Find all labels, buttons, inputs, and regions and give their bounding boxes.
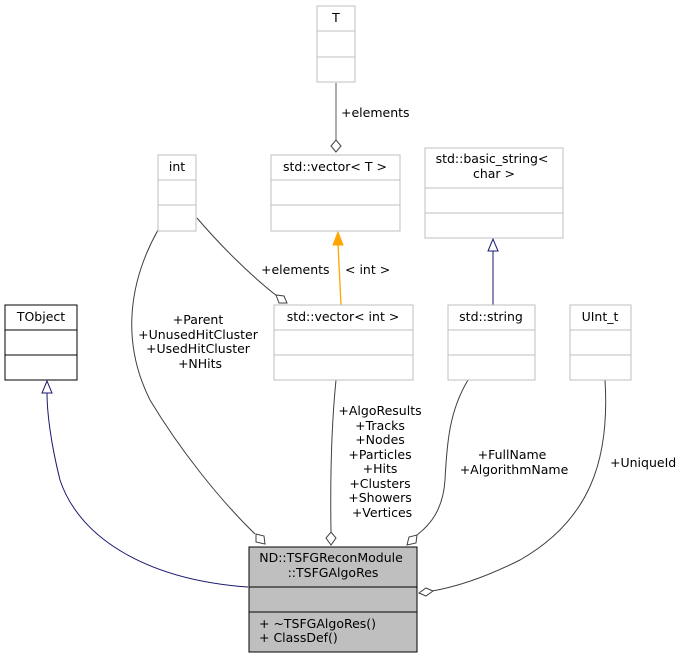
- edge-label-elements-int: +elements: [261, 262, 330, 277]
- node-string[interactable]: std::string: [447, 304, 536, 381]
- aggregation-diamond-icon: [417, 587, 435, 597]
- edge-label-int-focus: +Parent +UnusedHitCluster +UsedHitCluste…: [138, 312, 262, 371]
- aggregation-diamond-icon: [325, 531, 337, 546]
- aggregation-diamond-icon: [406, 534, 418, 546]
- node-vector-int[interactable]: std::vector< int >: [273, 304, 414, 381]
- node-label: std::string: [459, 309, 523, 324]
- node-vector-t[interactable]: std::vector< T >: [270, 154, 401, 232]
- node-label: std::basic_string< char >: [436, 151, 553, 181]
- aggregation-diamond-icon: [275, 294, 288, 304]
- node-label: int: [169, 159, 185, 174]
- edge-label-elements-t: +elements: [341, 105, 410, 120]
- edge-label-template-int: < int >: [345, 262, 390, 277]
- focus-class-methods: + ~TSFGAlgoRes() + ClassDef(): [259, 616, 380, 645]
- focus-class-name: ND::TSFGReconModule ::TSFGAlgoRes: [259, 550, 407, 580]
- node-uint-t[interactable]: UInt_t: [569, 304, 632, 381]
- node-focus-tsfgalgores[interactable]: ND::TSFGReconModule ::TSFGAlgoRes + ~TSF…: [248, 546, 418, 653]
- node-label: std::vector< T >: [283, 159, 387, 174]
- edge-tobject-inheritance: [46, 392, 249, 588]
- aggregation-diamond-icon: [255, 533, 266, 545]
- node-label: TObject: [16, 309, 65, 324]
- edge-label-vector-int-focus: +AlgoResults +Tracks +Nodes +Particles +…: [338, 403, 425, 520]
- node-label: UInt_t: [582, 309, 619, 324]
- edge-int-focus: [131, 229, 256, 535]
- node-int[interactable]: int: [157, 154, 197, 232]
- node-t[interactable]: T: [316, 5, 356, 83]
- inheritance-arrow-icon: [41, 379, 53, 394]
- edge-string-focus: [416, 379, 469, 536]
- node-tobject[interactable]: TObject: [4, 304, 78, 381]
- edge-int-vector-int: [196, 217, 278, 297]
- edge-template-instance: [337, 243, 342, 306]
- node-label: T: [331, 10, 340, 25]
- edge-uint-focus: [431, 379, 607, 592]
- edge-vector-int-focus: [330, 379, 337, 533]
- edge-label-uniqueid: +UniqueId: [610, 455, 676, 470]
- node-label: std::vector< int >: [287, 309, 400, 324]
- inheritance-arrow-icon: [487, 237, 499, 252]
- aggregation-diamond-icon: [330, 139, 342, 153]
- node-basic-string[interactable]: std::basic_string< char >: [424, 147, 564, 239]
- edge-label-string-focus: +FullName +AlgorithmName: [460, 447, 569, 477]
- template-arrow-icon: [332, 230, 344, 246]
